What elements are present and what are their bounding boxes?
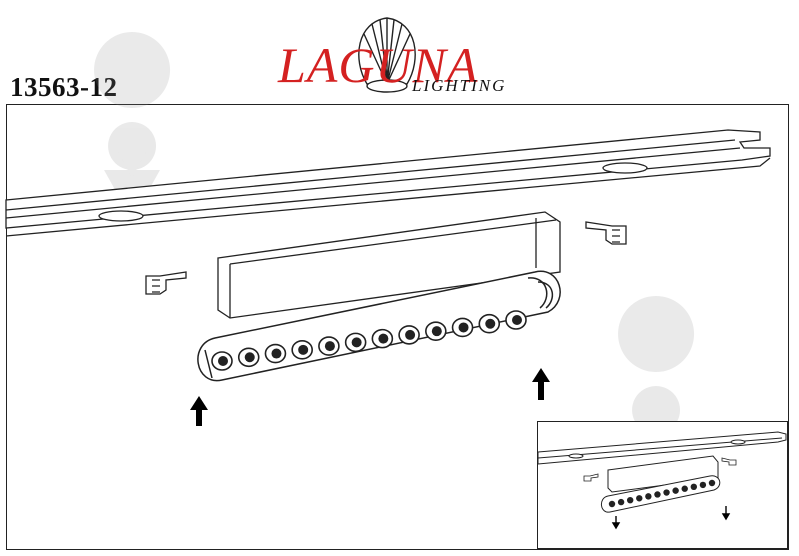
diagram-frame <box>6 104 789 550</box>
inset-led-hole <box>663 489 670 496</box>
inset-led-hole <box>617 498 625 506</box>
inset-led-hole <box>690 483 698 491</box>
shell-icon <box>358 17 416 93</box>
down-arrow <box>721 506 731 521</box>
product-code: 13563-12 <box>10 72 118 102</box>
pointing-hand-left <box>583 473 599 482</box>
inset-led-hole <box>708 479 716 487</box>
led-array <box>211 310 527 371</box>
pointing-hand-right <box>585 221 627 245</box>
led-lens <box>324 341 335 352</box>
inset-led-hole <box>672 487 679 494</box>
pointing-hand-right <box>721 457 737 466</box>
led-lens <box>378 333 389 344</box>
brand-logo: LAGUNA LIGHTING <box>272 14 542 100</box>
down-arrow <box>611 516 621 530</box>
inset-led-hole <box>699 481 707 489</box>
brand-tagline: LIGHTING <box>412 76 507 95</box>
up-arrow <box>532 368 550 400</box>
led-lens <box>405 329 416 340</box>
inset-led-array <box>608 479 716 508</box>
track-rail <box>5 129 771 237</box>
led-lens <box>244 352 255 363</box>
led-module <box>197 270 561 382</box>
pointing-hand-left <box>145 271 187 295</box>
inset-led-hole <box>681 485 688 492</box>
led-lens <box>512 315 522 325</box>
inset-diagram <box>538 431 787 530</box>
inset-led-hole <box>626 496 634 504</box>
up-arrow <box>190 396 208 426</box>
led-lens <box>431 326 442 337</box>
connector-block <box>217 211 561 319</box>
led-lens <box>351 337 362 348</box>
led-lens <box>271 348 282 359</box>
brand-name: LAGUNA <box>278 37 479 93</box>
inset-led-hole <box>654 491 661 498</box>
inset-led-hole <box>608 500 616 508</box>
led-lens <box>218 356 228 366</box>
led-lens <box>298 344 309 355</box>
led-lens <box>458 322 469 333</box>
inset-led-hole <box>636 495 643 502</box>
inset-view <box>537 421 788 549</box>
inset-led-hole <box>645 493 652 500</box>
led-lens <box>485 318 496 329</box>
